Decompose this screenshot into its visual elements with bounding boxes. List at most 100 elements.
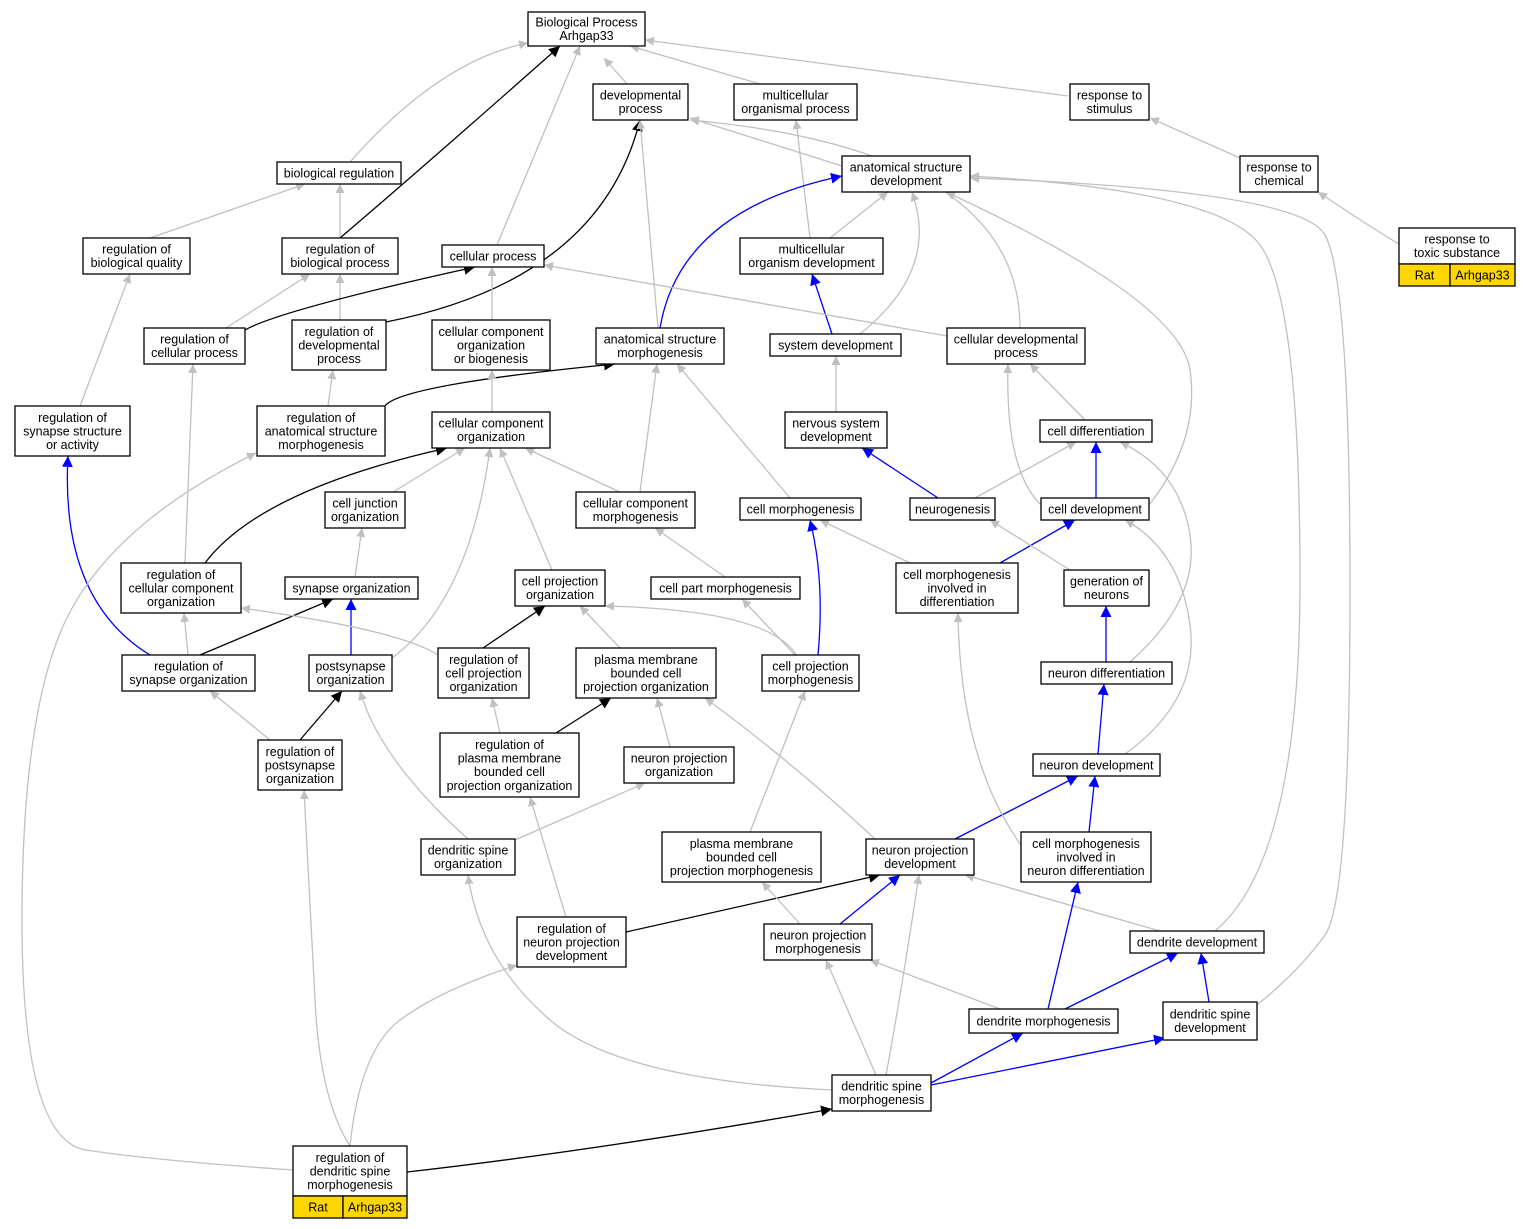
go-term-box: [623, 746, 735, 784]
go-term-denmorph[interactable]: dendrite morphogenesis: [968, 1008, 1119, 1034]
edge-celldevp-to-cellproc: [543, 262, 948, 337]
go-term-label-line: projection organization: [583, 680, 709, 694]
edge-devproc-to-bp: [603, 57, 628, 85]
edge-regsynact-to-regbq: [79, 273, 132, 407]
go-term-label-line: bounded cell: [706, 850, 777, 864]
go-term-celldiff[interactable]: cell differentiation: [1039, 419, 1153, 443]
go-term-cellproc[interactable]: cellular process: [441, 244, 545, 268]
go-term-box: [514, 569, 606, 607]
go-term-label-line: dendritic spine: [1170, 1008, 1251, 1022]
edge-dsdev-to-dendev: [1197, 952, 1210, 1003]
edge-line-is_a: [528, 796, 567, 918]
edge-line-regulates: [244, 263, 476, 331]
edge-line-is_a: [885, 874, 923, 1076]
go-term-label-line: organization: [457, 430, 525, 444]
go-term-box: [121, 654, 256, 692]
edge-denmorph-to-npmorph: [869, 958, 1001, 1010]
go-term-box: [865, 838, 975, 876]
edge-cpo-to-cco: [499, 447, 553, 571]
go-term-box: [437, 647, 530, 699]
go-term-sysdev[interactable]: system development: [769, 333, 902, 357]
go-term-box: [1040, 661, 1173, 685]
go-term-synorg[interactable]: synapse organization: [284, 576, 419, 600]
edge-regpostsyn-to-postsynorg: [299, 690, 343, 741]
go-term-label-line: biological regulation: [284, 166, 395, 180]
go-term-label-line: neurons: [1084, 588, 1129, 602]
go-term-label-line: synapse organization: [129, 673, 247, 687]
edge-regcpo-to-cpo: [482, 605, 546, 649]
edge-regcpo-to-regcco: [240, 604, 439, 656]
go-term-neurdiff[interactable]: neuron differentiation: [1040, 661, 1173, 685]
go-term-label-line: process: [619, 102, 663, 116]
edge-genneur-to-neurogen: [989, 519, 1071, 571]
go-term-label-line: regulation of: [305, 325, 374, 339]
go-term-label-line: regulation of: [38, 411, 107, 425]
edge-dsorg-to-npo: [514, 782, 646, 841]
edge-multorgdev-to-multproc: [792, 119, 811, 239]
go-term-label-line: cell junction: [332, 497, 397, 511]
go-term-celldev[interactable]: cell development: [1040, 497, 1150, 521]
edge-regdsmorph-to-dsmorph: [406, 1105, 833, 1173]
go-term-label-line: multicellular: [779, 243, 845, 257]
go-term-box: [595, 327, 725, 365]
go-term-label-line: projection morphogenesis: [670, 864, 813, 878]
edge-line-is_a: [654, 697, 671, 748]
go-term-label-line: regulation of: [537, 922, 606, 936]
go-term-cpmorph[interactable]: cell part morphogenesis: [650, 576, 801, 600]
go-term-neurdev[interactable]: neuron development: [1032, 753, 1161, 777]
edge-resptox-to-respchem: [1317, 191, 1400, 245]
go-term-dendev[interactable]: dendrite development: [1129, 930, 1265, 954]
go-term-box: [831, 1074, 932, 1112]
go-term-neurogen[interactable]: neurogenesis: [909, 497, 996, 521]
edge-dsmorph-to-npmorph: [825, 959, 877, 1076]
go-term-label-line: chemical: [1254, 174, 1303, 188]
go-term-biolreg[interactable]: biological regulation: [276, 161, 402, 185]
go-term-label-line: or biogenesis: [454, 352, 528, 366]
edge-line-is_a: [496, 45, 581, 246]
go-term-cellmorph[interactable]: cell morphogenesis: [739, 497, 862, 521]
